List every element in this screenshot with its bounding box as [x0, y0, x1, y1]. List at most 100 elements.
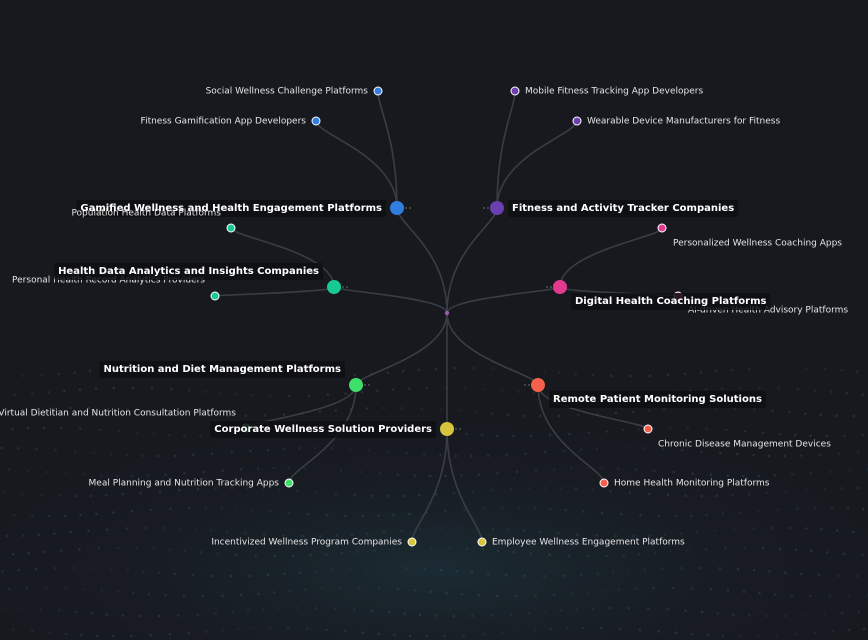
child-node[interactable] [643, 424, 653, 434]
bg-dot [430, 546, 433, 550]
child-node[interactable] [599, 478, 609, 488]
bg-dot [405, 566, 409, 570]
category-node[interactable] [553, 280, 567, 294]
bg-dot [150, 387, 154, 390]
child-node[interactable] [572, 116, 582, 126]
bg-dot [22, 374, 25, 378]
bg-dot [843, 434, 846, 438]
bg-dot [318, 534, 322, 538]
bg-dot [619, 627, 622, 631]
bg-dot [803, 614, 807, 617]
category-node[interactable] [440, 422, 454, 436]
bg-dot [510, 487, 513, 491]
bg-dot [57, 609, 61, 612]
child-node[interactable] [510, 86, 520, 96]
category-node[interactable] [390, 201, 404, 215]
child-node[interactable] [407, 537, 417, 547]
bg-dot [2, 374, 6, 378]
bg-dot [396, 587, 400, 591]
bg-dot [611, 446, 614, 450]
bg-dot [744, 430, 747, 433]
bg-dot [686, 426, 690, 430]
bg-dot [653, 551, 657, 555]
bg-dot [515, 470, 519, 474]
bg-dot [391, 547, 395, 551]
bg-dot [131, 386, 134, 390]
bg-dot [37, 533, 41, 536]
category-node[interactable] [327, 280, 341, 294]
bg-dot [57, 372, 61, 376]
bg-dot [724, 547, 727, 550]
child-node[interactable] [226, 223, 236, 233]
bg-dot [465, 547, 469, 550]
child-node[interactable] [210, 291, 220, 301]
bg-dot [418, 613, 422, 616]
bg-dot [125, 527, 129, 530]
bg-dot [152, 547, 156, 550]
bg-dot [458, 409, 461, 413]
child-node[interactable] [657, 223, 667, 233]
bg-dot [53, 532, 56, 535]
bg-dot [243, 531, 247, 535]
bg-dot [524, 452, 527, 456]
bg-dot [83, 587, 86, 591]
bg-dot [790, 473, 794, 476]
bg-dot [149, 633, 152, 637]
bg-dot [605, 554, 608, 558]
bg-dot [87, 406, 91, 410]
bg-dot [534, 628, 537, 632]
bg-dot [97, 547, 101, 550]
edge-category-child [230, 227, 335, 288]
category-label: Fitness and Activity Tracker Companies [512, 203, 734, 214]
child-node[interactable] [284, 478, 294, 488]
bg-dot [736, 453, 739, 456]
bg-dot [648, 534, 651, 537]
bg-dot [98, 428, 101, 432]
bg-dot [690, 632, 694, 636]
bg-dot [164, 594, 167, 597]
bg-dot [434, 367, 438, 371]
bg-dot [254, 554, 257, 557]
bg-dot [297, 446, 301, 450]
bg-dot [216, 552, 220, 555]
bg-dot [495, 594, 499, 598]
category-node[interactable] [349, 378, 363, 392]
bg-dot [672, 470, 675, 474]
category-node[interactable] [490, 201, 504, 215]
bg-dot [295, 606, 299, 610]
child-node[interactable] [373, 86, 383, 96]
bg-dot [487, 572, 490, 576]
bg-dot [496, 472, 500, 475]
bg-dot [80, 633, 83, 637]
bg-dot [249, 449, 252, 453]
bg-dot [89, 494, 93, 498]
bg-dot [684, 494, 687, 498]
bg-dot [60, 426, 63, 430]
bg-dot [12, 513, 16, 517]
bg-dot [714, 369, 718, 373]
bg-dot [757, 509, 760, 513]
bg-dot [700, 494, 703, 498]
bg-dot [481, 632, 485, 636]
bg-dot [491, 412, 494, 415]
child-label: Chronic Disease Management Devices [658, 440, 831, 450]
bg-dot [286, 626, 290, 630]
bg-dot [173, 572, 177, 576]
child-node[interactable] [477, 537, 487, 547]
bg-dot [110, 567, 113, 571]
bg-dot [64, 587, 67, 590]
category-node[interactable] [531, 378, 545, 392]
bg-dot [691, 587, 694, 590]
bg-dot [559, 486, 562, 490]
bg-dot [647, 409, 651, 412]
bg-dot [586, 554, 590, 558]
bg-dot [405, 451, 409, 455]
bg-dot [314, 606, 318, 610]
category-label-box [210, 421, 436, 438]
child-node[interactable] [311, 116, 321, 126]
bg-dot [831, 630, 834, 633]
bg-dot [758, 386, 761, 390]
bg-dot [83, 473, 86, 476]
bg-dot [539, 530, 542, 534]
bg-dot [13, 393, 16, 397]
